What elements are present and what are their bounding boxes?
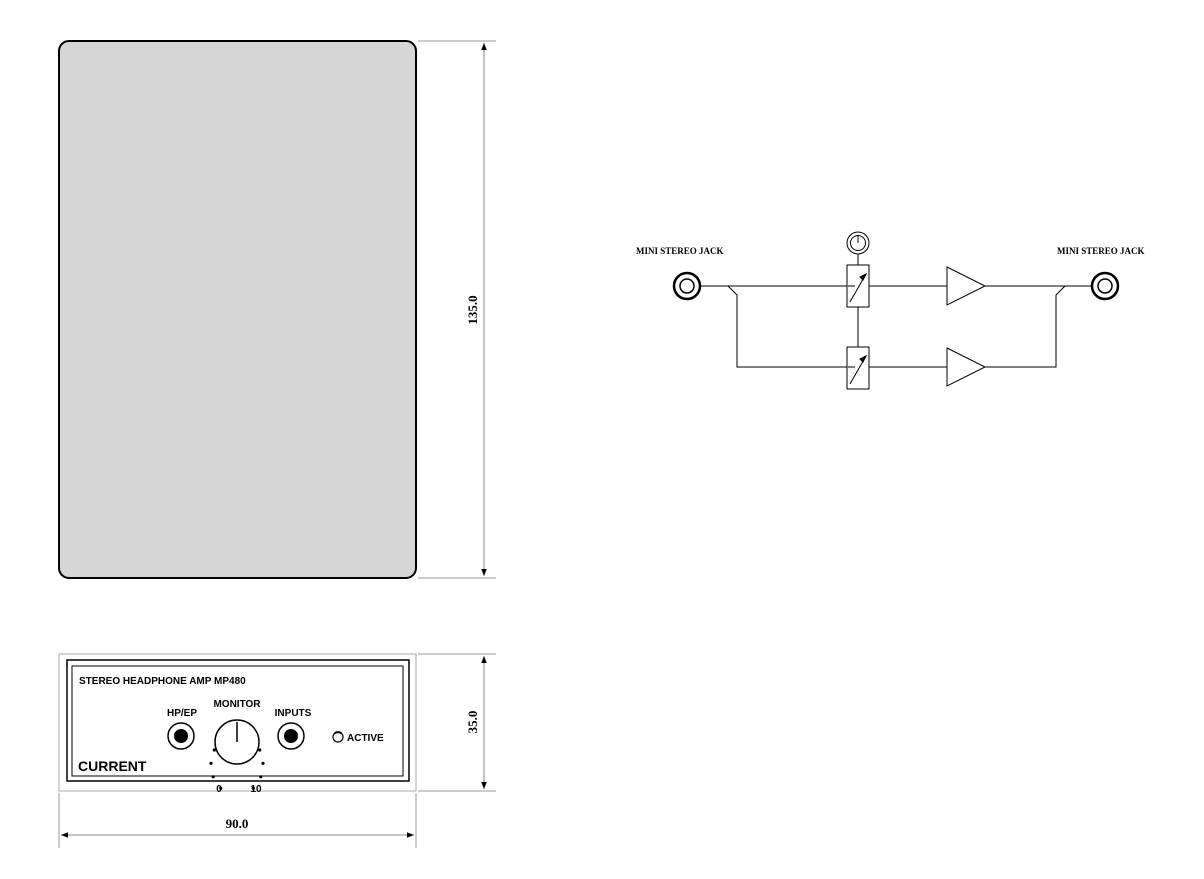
active-label: ACTIVE [347,733,384,744]
signal-schematic: MINI STEREO JACK MINI STEREO JACK [636,231,1145,390]
hp-ep-jack[interactable] [167,722,195,750]
monitor-label: MONITOR [213,699,261,710]
inputs-label: INPUTS [275,708,312,719]
input-jack-symbol [672,271,702,301]
width-dimension-label: 90.0 [226,816,249,831]
model-title: STEREO HEADPHONE AMP MP480 [79,676,246,687]
inputs-jack[interactable] [277,722,305,750]
output-jack-label: MINI STEREO JACK [1057,246,1145,256]
active-led-icon [332,731,344,743]
front-view: STEREO HEADPHONE AMP MP480 CURRENT HP/EP… [58,653,496,848]
top-view: 135.0 [58,40,496,579]
monitor-scale-max: 10 [250,784,262,795]
output-jack-symbol [1090,271,1120,301]
volume-knob-symbol [846,231,870,255]
volume-control-top [846,264,870,308]
monitor-knob[interactable] [214,719,260,765]
front-height-dimension-label: 35.0 [465,711,480,734]
monitor-scale-min: 0 [216,784,222,795]
hp-ep-label: HP/EP [167,708,197,719]
top-panel [58,40,417,579]
amplifier-bottom [946,347,987,387]
brand-logo-text: CURRENT [78,758,147,774]
height-dimension-label: 135.0 [465,295,480,324]
volume-control-bottom [846,346,870,390]
input-jack-label: MINI STEREO JACK [636,246,724,256]
amplifier-top [946,266,987,306]
